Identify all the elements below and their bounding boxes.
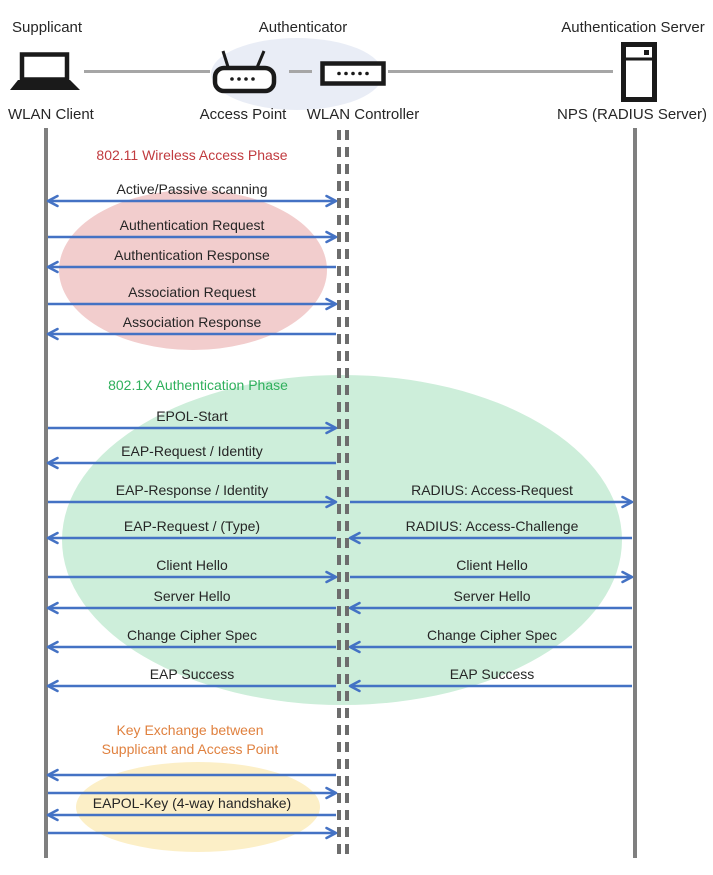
message-label: EAP Success bbox=[449, 666, 535, 682]
message-label: EAP Success bbox=[149, 666, 235, 682]
message-label: Client Hello bbox=[156, 557, 228, 573]
actor-role-supplicant: Supplicant bbox=[12, 19, 83, 36]
phase-title-key-exchange-line2: Supplicant and Access Point bbox=[101, 741, 279, 757]
lifeline-wlan-client bbox=[44, 128, 48, 858]
phase-ellipse-8021x bbox=[62, 375, 622, 705]
message-label: Association Request bbox=[128, 284, 256, 300]
connector-line bbox=[388, 70, 613, 73]
device-label-wlan-controller: WLAN Controller bbox=[306, 106, 420, 123]
message-label: RADIUS: Access-Challenge bbox=[405, 518, 579, 534]
actor-role-authentication-server: Authentication Server bbox=[561, 19, 705, 36]
message-label: Client Hello bbox=[456, 557, 528, 573]
device-label-access-point: Access Point bbox=[199, 106, 287, 123]
phase-ellipse-80211 bbox=[59, 190, 327, 350]
phase-title-key-exchange: Key Exchange between Supplicant and Acce… bbox=[90, 721, 290, 759]
message-label: EAP-Request / (Type) bbox=[123, 518, 261, 534]
lifeline-nps-server bbox=[633, 128, 637, 858]
wlan-controller-icon bbox=[320, 61, 386, 86]
phase-title-8021x: 802.1X Authentication Phase bbox=[108, 377, 288, 393]
connector-dash bbox=[289, 70, 312, 73]
message-label: EAP-Response / Identity bbox=[115, 482, 269, 498]
message-label: EAPOL-Key (4-way handshake) bbox=[92, 795, 292, 811]
message-label: Server Hello bbox=[153, 588, 231, 604]
message-label: Active/Passive scanning bbox=[116, 181, 268, 197]
phase-title-80211: 802.11 Wireless Access Phase bbox=[96, 147, 288, 163]
device-label-wlan-client: WLAN Client bbox=[8, 106, 94, 123]
phase-ellipse-key-exchange bbox=[76, 762, 320, 852]
message-label: RADIUS: Access-Request bbox=[411, 482, 573, 498]
message-label: Change Cipher Spec bbox=[427, 627, 557, 643]
lifeline-capwap-tunnel-right bbox=[345, 130, 349, 858]
message-label: Authentication Response bbox=[114, 247, 270, 263]
server-icon bbox=[621, 42, 657, 102]
phase-title-key-exchange-line1: Key Exchange between bbox=[116, 722, 264, 738]
actor-role-authenticator: Authenticator bbox=[258, 19, 348, 36]
device-label-nps-radius-server: NPS (RADIUS Server) bbox=[556, 106, 708, 123]
lifeline-capwap-tunnel-left bbox=[337, 130, 341, 858]
connector-line bbox=[84, 70, 210, 73]
message-label: Server Hello bbox=[453, 588, 531, 604]
message-label: Authentication Request bbox=[119, 217, 265, 233]
message-label: EAP-Request / Identity bbox=[121, 443, 263, 459]
message-label: Association Response bbox=[122, 314, 262, 330]
message-label: Change Cipher Spec bbox=[127, 627, 257, 643]
laptop-icon bbox=[10, 52, 80, 90]
message-label: EPOL-Start bbox=[156, 408, 228, 424]
wireless-access-point-icon bbox=[212, 50, 277, 94]
